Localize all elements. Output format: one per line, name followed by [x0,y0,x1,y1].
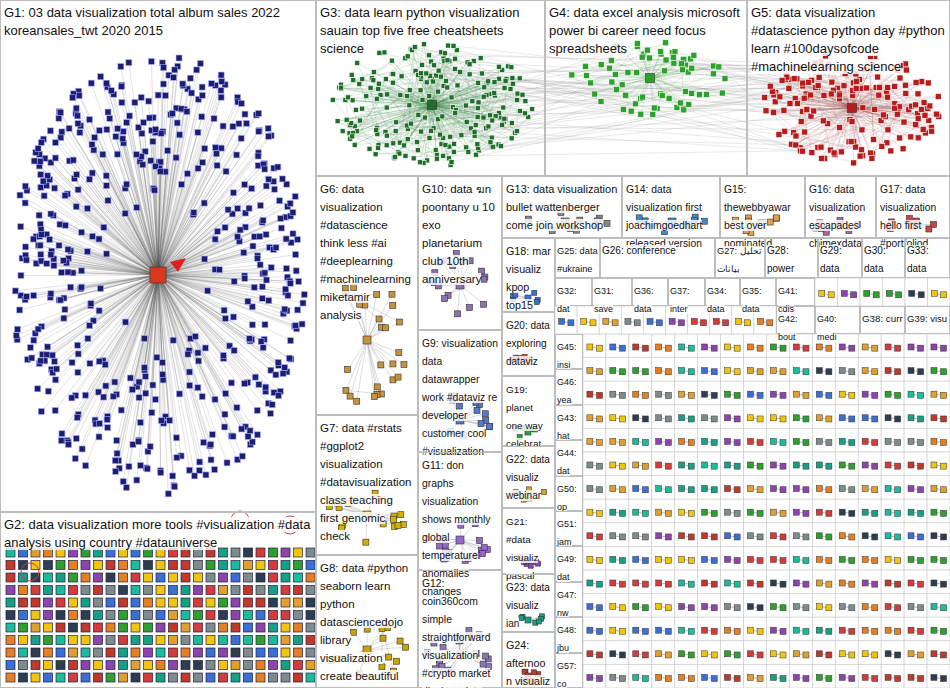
graph-canvas: G1: 03 data visualization total album sa… [0,0,950,688]
